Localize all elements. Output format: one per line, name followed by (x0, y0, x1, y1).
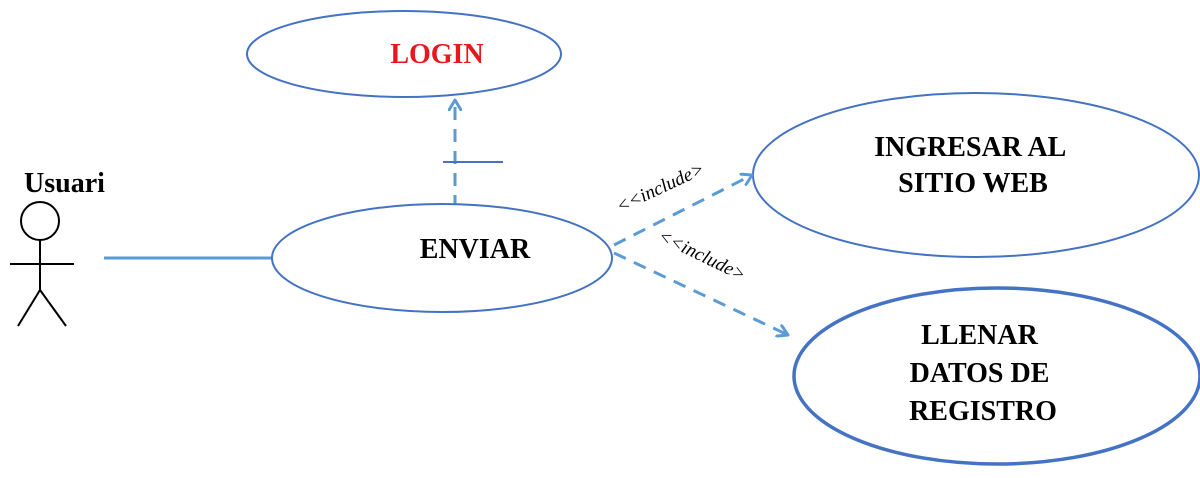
use-case-llenar-label: LLENAR DATOS DE REGISTRO (909, 320, 1057, 427)
stick-figure-icon (10, 201, 74, 327)
login-dependency (443, 100, 503, 208)
actor-usuario: Usuari (10, 168, 105, 327)
use-case-login[interactable]: LOGIN (246, 10, 562, 98)
include-relation-ingresar: <<include> (613, 159, 752, 247)
use-case-ingresar-line-1: INGRESAR AL (874, 132, 1065, 163)
use-case-enviar-ellipse (271, 203, 613, 313)
use-case-llenar[interactable]: LLENAR DATOS DE REGISTRO (792, 286, 1200, 466)
use-case-login-ellipse (246, 10, 562, 98)
use-case-ingresar-label: INGRESAR AL SITIO WEB (874, 132, 1072, 199)
use-case-enviar-label: ENVIAR (420, 234, 531, 265)
use-case-enviar[interactable]: ENVIAR (271, 203, 613, 313)
include-label-llenar: <<include> (655, 226, 749, 286)
use-case-ingresar[interactable]: INGRESAR AL SITIO WEB (752, 92, 1200, 258)
use-case-llenar-line-2: DATOS DE (910, 358, 1050, 389)
include-label-ingresar: <<include> (613, 159, 707, 218)
include-arrow-ingresar (613, 175, 752, 247)
use-case-llenar-ellipse (792, 286, 1200, 466)
actor-label: Usuari (24, 168, 105, 199)
include-arrow-llenar (613, 251, 788, 335)
use-case-ingresar-line-2: SITIO WEB (898, 168, 1048, 199)
use-case-login-label: LOGIN (390, 39, 483, 70)
include-relation-llenar: <<include> (613, 226, 788, 335)
use-case-llenar-line-1: LLENAR (921, 320, 1038, 351)
use-case-llenar-line-3: REGISTRO (909, 396, 1057, 427)
